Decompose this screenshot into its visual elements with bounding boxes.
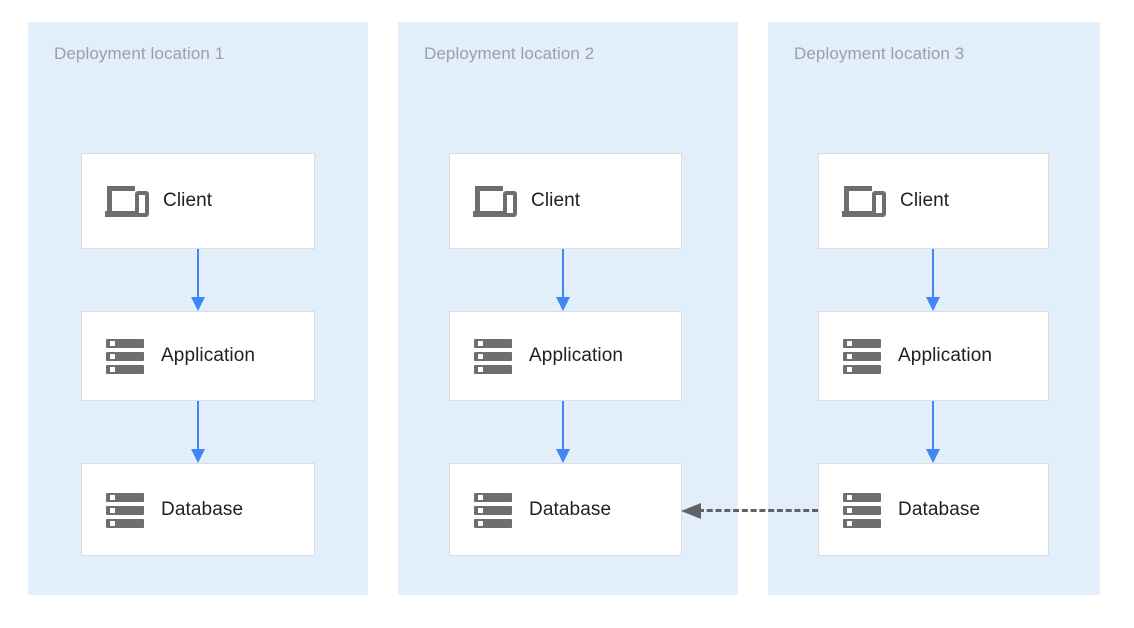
- client-devices-icon: [842, 183, 886, 219]
- location-1-application-card[interactable]: Application: [81, 311, 315, 401]
- location-2-database-label: Database: [529, 498, 612, 520]
- location-3-database-card[interactable]: Database: [818, 463, 1049, 556]
- location-3-database-label: Database: [898, 498, 981, 520]
- deployment-location-3-panel: Deployment location 3 Client Application: [768, 22, 1100, 595]
- database-server-icon: [473, 490, 515, 530]
- location-3-application-card[interactable]: Application: [818, 311, 1049, 401]
- client-devices-icon: [473, 183, 517, 219]
- server-icon: [473, 336, 515, 376]
- location-3-client-card[interactable]: Client: [818, 153, 1049, 249]
- deployment-location-1-panel: Deployment location 1 Client Application: [28, 22, 368, 595]
- database-server-icon: [105, 490, 147, 530]
- location-2-application-to-database-arrow: [556, 401, 570, 463]
- location-3-client-label: Client: [900, 190, 950, 211]
- database-replication-arrow: [681, 503, 818, 519]
- location-1-client-label: Client: [163, 190, 213, 211]
- location-1-application-label: Application: [161, 345, 256, 366]
- location-2-client-label: Client: [531, 190, 581, 211]
- server-icon: [842, 336, 884, 376]
- location-1-client-card[interactable]: Client: [81, 153, 315, 249]
- location-1-client-to-application-arrow: [191, 249, 205, 311]
- deployment-location-2-panel: Deployment location 2 Client Application: [398, 22, 738, 595]
- location-3-application-to-database-arrow: [926, 401, 940, 463]
- location-2-application-card[interactable]: Application: [449, 311, 682, 401]
- arrow-head-left-icon: [681, 503, 701, 519]
- dashed-connector-line: [698, 509, 818, 512]
- location-2-database-card[interactable]: Database: [449, 463, 682, 556]
- database-server-icon: [842, 490, 884, 530]
- deployment-location-3-title: Deployment location 3: [794, 44, 965, 63]
- location-1-database-label: Database: [161, 498, 244, 520]
- location-2-application-label: Application: [529, 345, 624, 366]
- client-devices-icon: [105, 183, 149, 219]
- deployment-location-1-title: Deployment location 1: [54, 44, 225, 63]
- location-2-client-card[interactable]: Client: [449, 153, 682, 249]
- server-icon: [105, 336, 147, 376]
- location-1-database-card[interactable]: Database: [81, 463, 315, 556]
- location-3-application-label: Application: [898, 345, 993, 366]
- location-3-client-to-application-arrow: [926, 249, 940, 311]
- deployment-location-2-title: Deployment location 2: [424, 44, 595, 63]
- location-2-client-to-application-arrow: [556, 249, 570, 311]
- location-1-application-to-database-arrow: [191, 401, 205, 463]
